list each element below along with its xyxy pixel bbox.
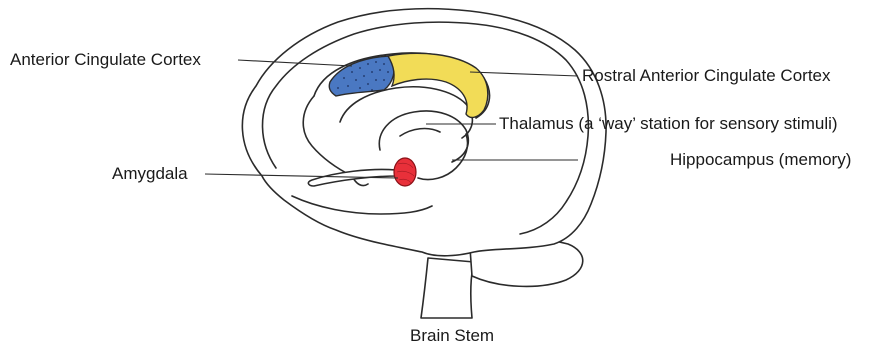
hippocampus-label: Hippocampus (memory) [670, 150, 851, 170]
rostral-anterior-cingulate-cortex-label: Rostral Anterior Cingulate Cortex [582, 66, 831, 86]
thalamus-label: Thalamus (a ‘way’ station for sensory st… [499, 114, 838, 134]
anterior-cingulate-cortex-label: Anterior Cingulate Cortex [10, 50, 201, 70]
brain-stem-label: Brain Stem [410, 326, 494, 346]
brain-stem-shape [421, 258, 474, 318]
amygdala-label: Amygdala [112, 164, 188, 184]
